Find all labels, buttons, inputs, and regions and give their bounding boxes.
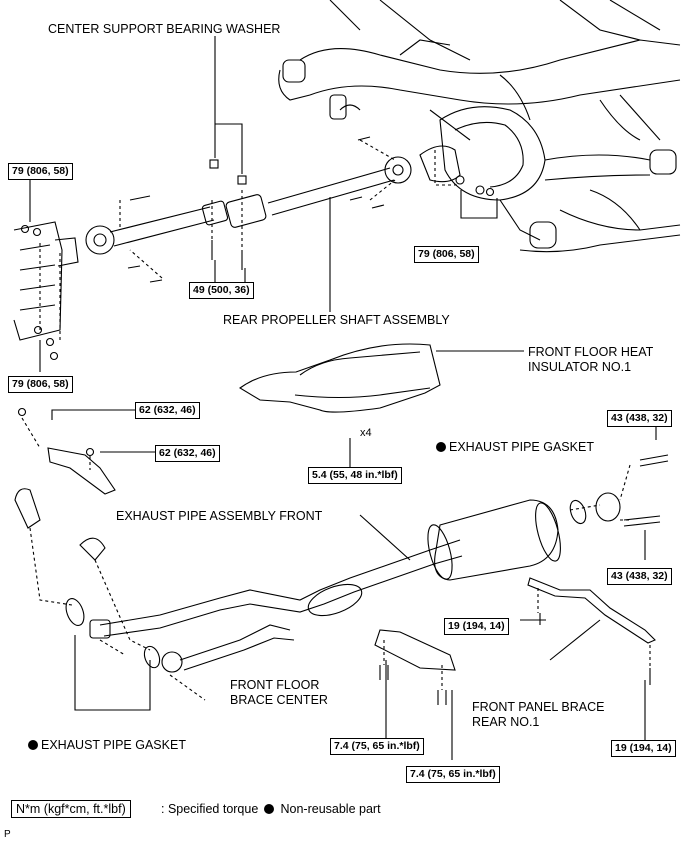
torque-49-center-bearing: 49 (500, 36) <box>189 282 254 299</box>
torque-79-transmission-top: 79 (806, 58) <box>8 163 73 180</box>
label-center-support-bearing-washer: CENTER SUPPORT BEARING WASHER <box>48 22 281 36</box>
corner-mark: P <box>4 829 11 840</box>
legend-torque-unit-box: N*m (kgf*cm, ft.*lbf) <box>11 800 131 818</box>
label-exhaust-pipe-assembly-front: EXHAUST PIPE ASSEMBLY FRONT <box>116 509 323 523</box>
label-exhaust-pipe-gasket-bottom: EXHAUST PIPE GASKET <box>28 738 186 752</box>
rear-propeller-shaft-art <box>85 145 461 255</box>
label-text: EXHAUST PIPE GASKET <box>449 440 594 454</box>
label-front-floor-brace-center-line2: BRACE CENTER <box>230 693 328 707</box>
exhaust-pipe-assembly-art <box>14 488 621 673</box>
heat-insulator-art <box>239 343 441 413</box>
torque-5-4-insulator: 5.4 (55, 48 in.*lbf) <box>308 467 402 484</box>
label-front-panel-brace-rear-line2: REAR NO.1 <box>472 715 540 729</box>
leader-lines <box>29 36 657 760</box>
label-exhaust-pipe-gasket-top: EXHAUST PIPE GASKET <box>436 440 594 454</box>
torque-79-transmission-bottom: 79 (806, 58) <box>8 376 73 393</box>
non-reusable-dot-icon <box>28 740 38 750</box>
torque-62-bracket-top: 62 (632, 46) <box>135 402 200 419</box>
label-front-floor-heat-insulator-line1: FRONT FLOOR HEAT <box>528 345 654 359</box>
torque-19-brace-right: 19 (194, 14) <box>611 740 676 757</box>
legend-non-reusable-text: Non-reusable part <box>280 802 381 816</box>
shaft-fasteners-art <box>20 136 495 361</box>
label-quantity-x4: x4 <box>360 427 372 439</box>
label-text: EXHAUST PIPE GASKET <box>41 738 186 752</box>
non-reusable-dot-icon <box>436 442 446 452</box>
non-reusable-dot-icon <box>264 804 274 814</box>
front-panel-brace-art <box>527 577 656 644</box>
torque-43-bottom: 43 (438, 32) <box>607 568 672 585</box>
label-front-floor-brace-center-line1: FRONT FLOOR <box>230 678 320 692</box>
bracket-art <box>47 447 116 495</box>
shaft-guide-lines <box>39 139 460 340</box>
torque-7-4-brace-center-b: 7.4 (75, 65 in.*lbf) <box>406 766 500 783</box>
legend-non-reusable: Non-reusable part <box>264 802 381 816</box>
torque-62-bracket-bottom: 62 (632, 46) <box>155 445 220 462</box>
torque-79-differential: 79 (806, 58) <box>414 246 479 263</box>
transmission-art <box>13 221 79 341</box>
torque-7-4-brace-center-a: 7.4 (75, 65 in.*lbf) <box>330 738 424 755</box>
floor-brace-center-art <box>374 629 456 671</box>
label-rear-propeller-shaft-assembly: REAR PROPELLER SHAFT ASSEMBLY <box>223 313 450 327</box>
legend-specified-torque: : Specified torque <box>161 802 259 816</box>
rear-suspension-member-art <box>278 0 681 253</box>
torque-43-top: 43 (438, 32) <box>607 410 672 427</box>
torque-19-brace-left: 19 (194, 14) <box>444 618 509 635</box>
exhaust-guide-lines <box>29 464 631 701</box>
label-front-floor-heat-insulator-line2: INSULATOR NO.1 <box>528 360 632 374</box>
label-front-panel-brace-rear-line1: FRONT PANEL BRACE <box>472 700 605 714</box>
